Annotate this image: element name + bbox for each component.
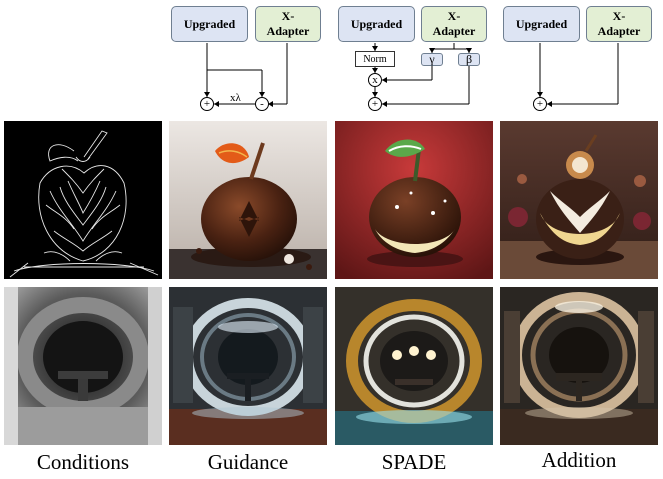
guidance-apple-image <box>169 121 327 279</box>
addition-apple-image <box>500 121 658 279</box>
minus-operator: - <box>255 97 269 111</box>
scale-label: xλ <box>230 92 241 104</box>
x-adapter-block: X- Adapter <box>586 6 652 42</box>
spade-apple-image <box>335 121 493 279</box>
canny-edge-condition-image <box>4 121 162 279</box>
x-adapter-block: X- Adapter <box>255 6 321 42</box>
gamma-block: γ <box>421 52 443 66</box>
connection-lines <box>204 43 619 107</box>
addition-room-image <box>500 287 658 445</box>
depth-condition-image <box>4 287 162 445</box>
norm-block: Norm <box>355 51 395 67</box>
caption-guidance: Guidance <box>207 450 289 474</box>
guidance-room-image <box>169 287 327 445</box>
x-adapter-block: X- Adapter <box>421 6 487 42</box>
multiply-operator: x <box>368 73 382 87</box>
caption-spade: SPADE <box>381 450 447 474</box>
upgraded-block: Upgraded <box>171 6 248 42</box>
plus-operator: + <box>368 97 382 111</box>
spade-room-image <box>335 287 493 445</box>
plus-operator: + <box>200 97 214 111</box>
beta-block: β <box>458 52 480 66</box>
caption-addition: Addition <box>541 448 617 472</box>
plus-operator: + <box>533 97 547 111</box>
upgraded-block: Upgraded <box>503 6 580 42</box>
upgraded-block: Upgraded <box>338 6 415 42</box>
caption-conditions: Conditions <box>36 450 130 474</box>
